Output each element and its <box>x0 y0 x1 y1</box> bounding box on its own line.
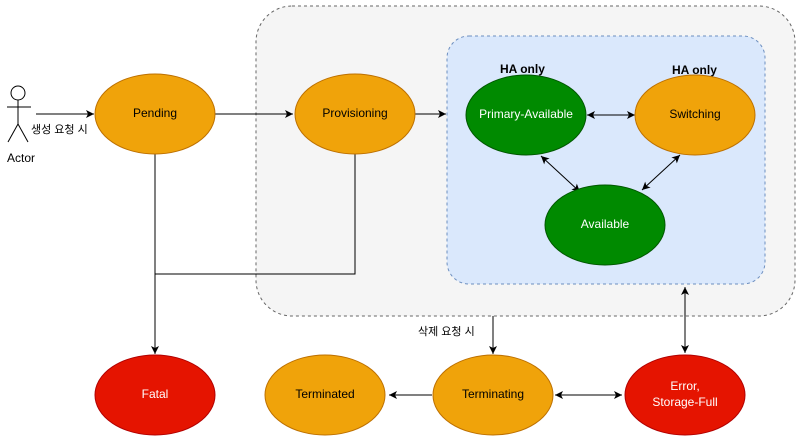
state-terminated-label: Terminated <box>295 387 354 401</box>
state-switching: Switching <box>634 74 756 156</box>
edge-primary-available <box>540 155 581 193</box>
edge-switching-available <box>641 154 681 191</box>
actor-icon <box>7 85 31 143</box>
state-primary-available-label: Primary-Available <box>479 107 573 121</box>
ha-only-label-left: HA only <box>500 62 545 76</box>
state-terminating-label: Terminating <box>462 387 524 401</box>
state-pending: Pending <box>94 73 216 155</box>
state-error-label-line1: Error, <box>670 379 699 393</box>
state-fatal-label: Fatal <box>142 387 169 401</box>
delete-label-bg <box>416 324 491 338</box>
state-provisioning-label: Provisioning <box>322 106 387 120</box>
actor-label: Actor <box>7 151 35 165</box>
delete-request-label: 삭제 요청 시 <box>418 325 475 338</box>
state-primary-available: Primary-Available <box>465 74 587 156</box>
create-label-bg <box>30 122 90 136</box>
create-request-label: 생성 요청 시 <box>31 123 88 136</box>
state-error-storage-full: Error, Storage-Full <box>624 354 746 436</box>
state-available-label: Available <box>581 217 630 231</box>
state-provisioning: Provisioning <box>294 73 416 155</box>
ha-only-label-right: HA only <box>672 63 717 77</box>
edge-provisioning-fatal <box>155 154 356 275</box>
state-terminating: Terminating <box>432 354 554 436</box>
state-fatal: Fatal <box>94 354 216 436</box>
state-switching-label: Switching <box>669 107 720 121</box>
state-error-label-line2: Storage-Full <box>652 395 717 409</box>
state-terminated: Terminated <box>264 354 386 436</box>
state-pending-label: Pending <box>133 106 177 120</box>
state-available: Available <box>544 184 666 266</box>
